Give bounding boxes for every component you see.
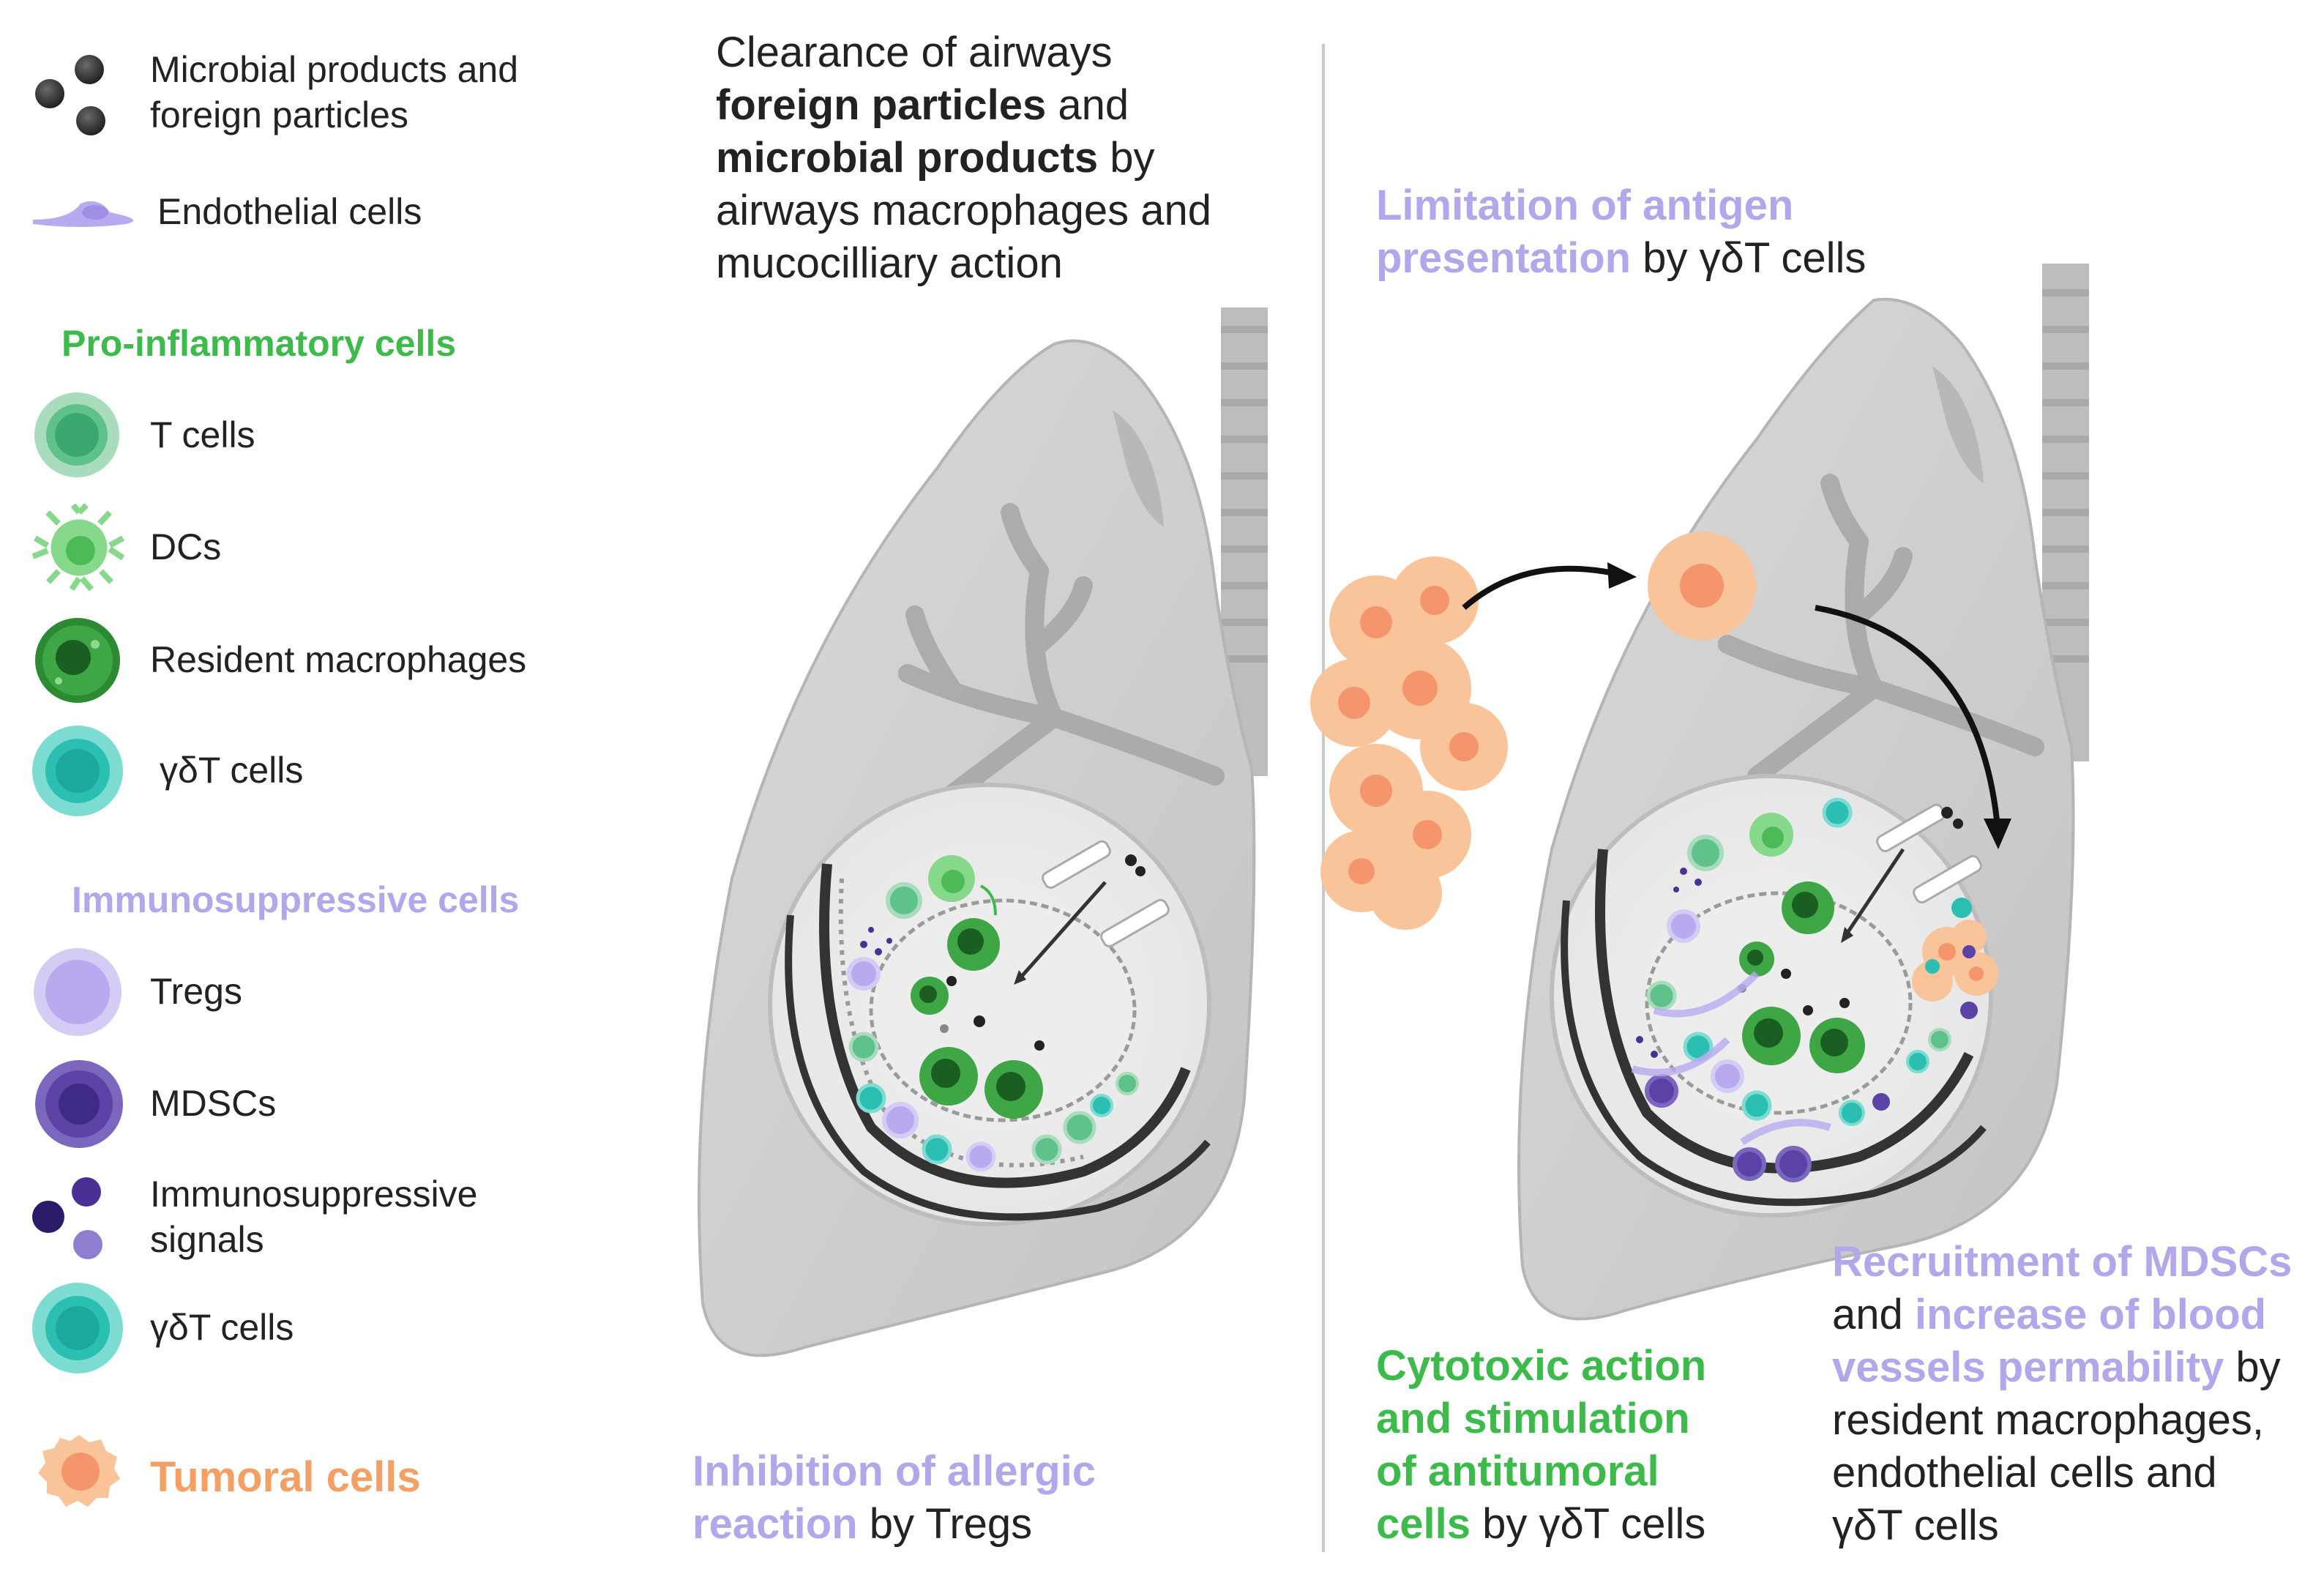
caption-cytotoxic: Cytotoxic action and stimulation of anti… [1376, 1340, 1706, 1551]
right-lung [1310, 264, 2089, 1321]
migrating-tumor-cell [1648, 532, 1756, 640]
caption-inhibition-tregs: by Tregs [857, 1500, 1033, 1548]
caption-clearance-line5: mucocilliary action [716, 239, 1063, 287]
legend-endothelial-label: Endothelial cells [157, 191, 422, 232]
caption-inhibition: Inhibition of allergic reaction by Tregs [692, 1445, 1096, 1551]
mdsc-cell-icon [35, 1060, 123, 1148]
legend-resident-macrophages-label: Resident macrophages [150, 639, 527, 680]
caption-recruitment-line1: Recruitment of MDSCs [1832, 1238, 2293, 1286]
gamma-delta-t-cell-icon [32, 726, 123, 816]
legend-mdscs-label: MDSCs [150, 1083, 277, 1124]
legend-dcs-label: DCs [150, 526, 222, 567]
caption-limitation-presentation: presentation [1376, 234, 1632, 282]
legend-pro-inflammatory-title: Pro-inflammatory cells [61, 323, 457, 364]
caption-recruitment-by: by [2224, 1343, 2281, 1391]
left-surrounding-cells [847, 882, 1139, 1172]
caption-limitation-line1: Limitation of antigen [1376, 182, 1794, 229]
particles-icon [35, 55, 105, 135]
caption-recruitment: Recruitment of MDSCs and increase of blo… [1832, 1236, 2292, 1552]
dendritic-cell-icon [31, 503, 125, 592]
treg-cell-icon [34, 948, 122, 1036]
caption-cytotoxic-line1: Cytotoxic action [1376, 1342, 1707, 1390]
caption-clearance-line4: airways macrophages and [716, 187, 1212, 234]
caption-limitation-gdt: by γδT cells [1631, 234, 1867, 282]
legend-tregs-label: Tregs [150, 971, 242, 1012]
caption-recruitment-line6: γδT cells [1832, 1502, 1999, 1549]
caption-clearance-bold1: foreign particles [716, 81, 1047, 129]
metastasis-arrows [1462, 562, 2011, 849]
right-macrophages [1739, 881, 1865, 1073]
caption-inhibition-reaction: reaction [692, 1500, 858, 1548]
t-cell-icon [34, 392, 119, 477]
legend-particles-label: Microbial products and foreign particles [150, 49, 519, 135]
right-signals [1636, 868, 1702, 1058]
endothelial-cell-icon [33, 201, 134, 227]
right-dendritic-cell [1749, 813, 1793, 857]
caption-cytotoxic-gdt: by γδT cells [1471, 1500, 1706, 1548]
left-macrophages [911, 918, 1043, 1119]
left-alveolus [768, 783, 1211, 1226]
left-lung [698, 307, 1268, 1357]
gamma-delta-t-cell-icon-2 [32, 1283, 123, 1373]
legend-t-cells-label: T cells [150, 414, 255, 455]
left-clearance-arrow [1016, 881, 1107, 983]
left-signals [860, 927, 892, 955]
external-tumor-mass [1310, 556, 1508, 930]
left-dendritic-cell [928, 855, 997, 916]
panel-divider [1322, 44, 1325, 1552]
caption-clearance-bold2: microbial products [716, 134, 1099, 182]
caption-limitation: Limitation of antigen presentation by γδ… [1376, 179, 1866, 285]
legend-tumoral-label: Tumoral cells [150, 1453, 421, 1501]
resident-macrophage-icon [35, 618, 120, 703]
caption-recruitment-line4: resident macrophages, [1832, 1396, 2264, 1444]
caption-clearance-by: by [1098, 134, 1155, 182]
caption-clearance-line1: Clearance of airways [716, 29, 1113, 76]
caption-recruitment-increase: increase of blood [1914, 1291, 2267, 1338]
caption-clearance: Clearance of airways foreign particles a… [716, 26, 1211, 290]
caption-cytotoxic-line2: and stimulation [1376, 1395, 1690, 1442]
caption-inhibition-line1: Inhibition of allergic [692, 1447, 1096, 1495]
caption-cytotoxic-line3: of antitumoral [1376, 1447, 1659, 1495]
right-alveolus [1550, 774, 1998, 1218]
right-endothelium [1631, 971, 1831, 1146]
legend-gd-t-cells-label: γδT cells [160, 750, 304, 791]
legend-immuno-signals-label: Immunosuppressive signals [150, 1174, 478, 1260]
caption-recruitment-and: and [1832, 1291, 1915, 1338]
right-surrounding-cells [1645, 797, 1978, 1182]
right-tumor-cluster [1912, 920, 1998, 1002]
caption-clearance-and: and [1046, 81, 1129, 129]
right-bronchi [1718, 474, 2044, 786]
caption-recruitment-vessels: vessels permability [1832, 1343, 2224, 1391]
legend-immunosuppressive-title: Immunosuppressive cells [72, 879, 520, 920]
caption-recruitment-line5: endothelial cells and [1832, 1449, 2217, 1496]
legend-gd-t-cells-label-2: γδT cells [150, 1307, 294, 1348]
caption-cytotoxic-cells: cells [1376, 1500, 1471, 1548]
immunosuppressive-signals-icon [32, 1177, 102, 1259]
tumoral-cell-icon [38, 1435, 120, 1507]
